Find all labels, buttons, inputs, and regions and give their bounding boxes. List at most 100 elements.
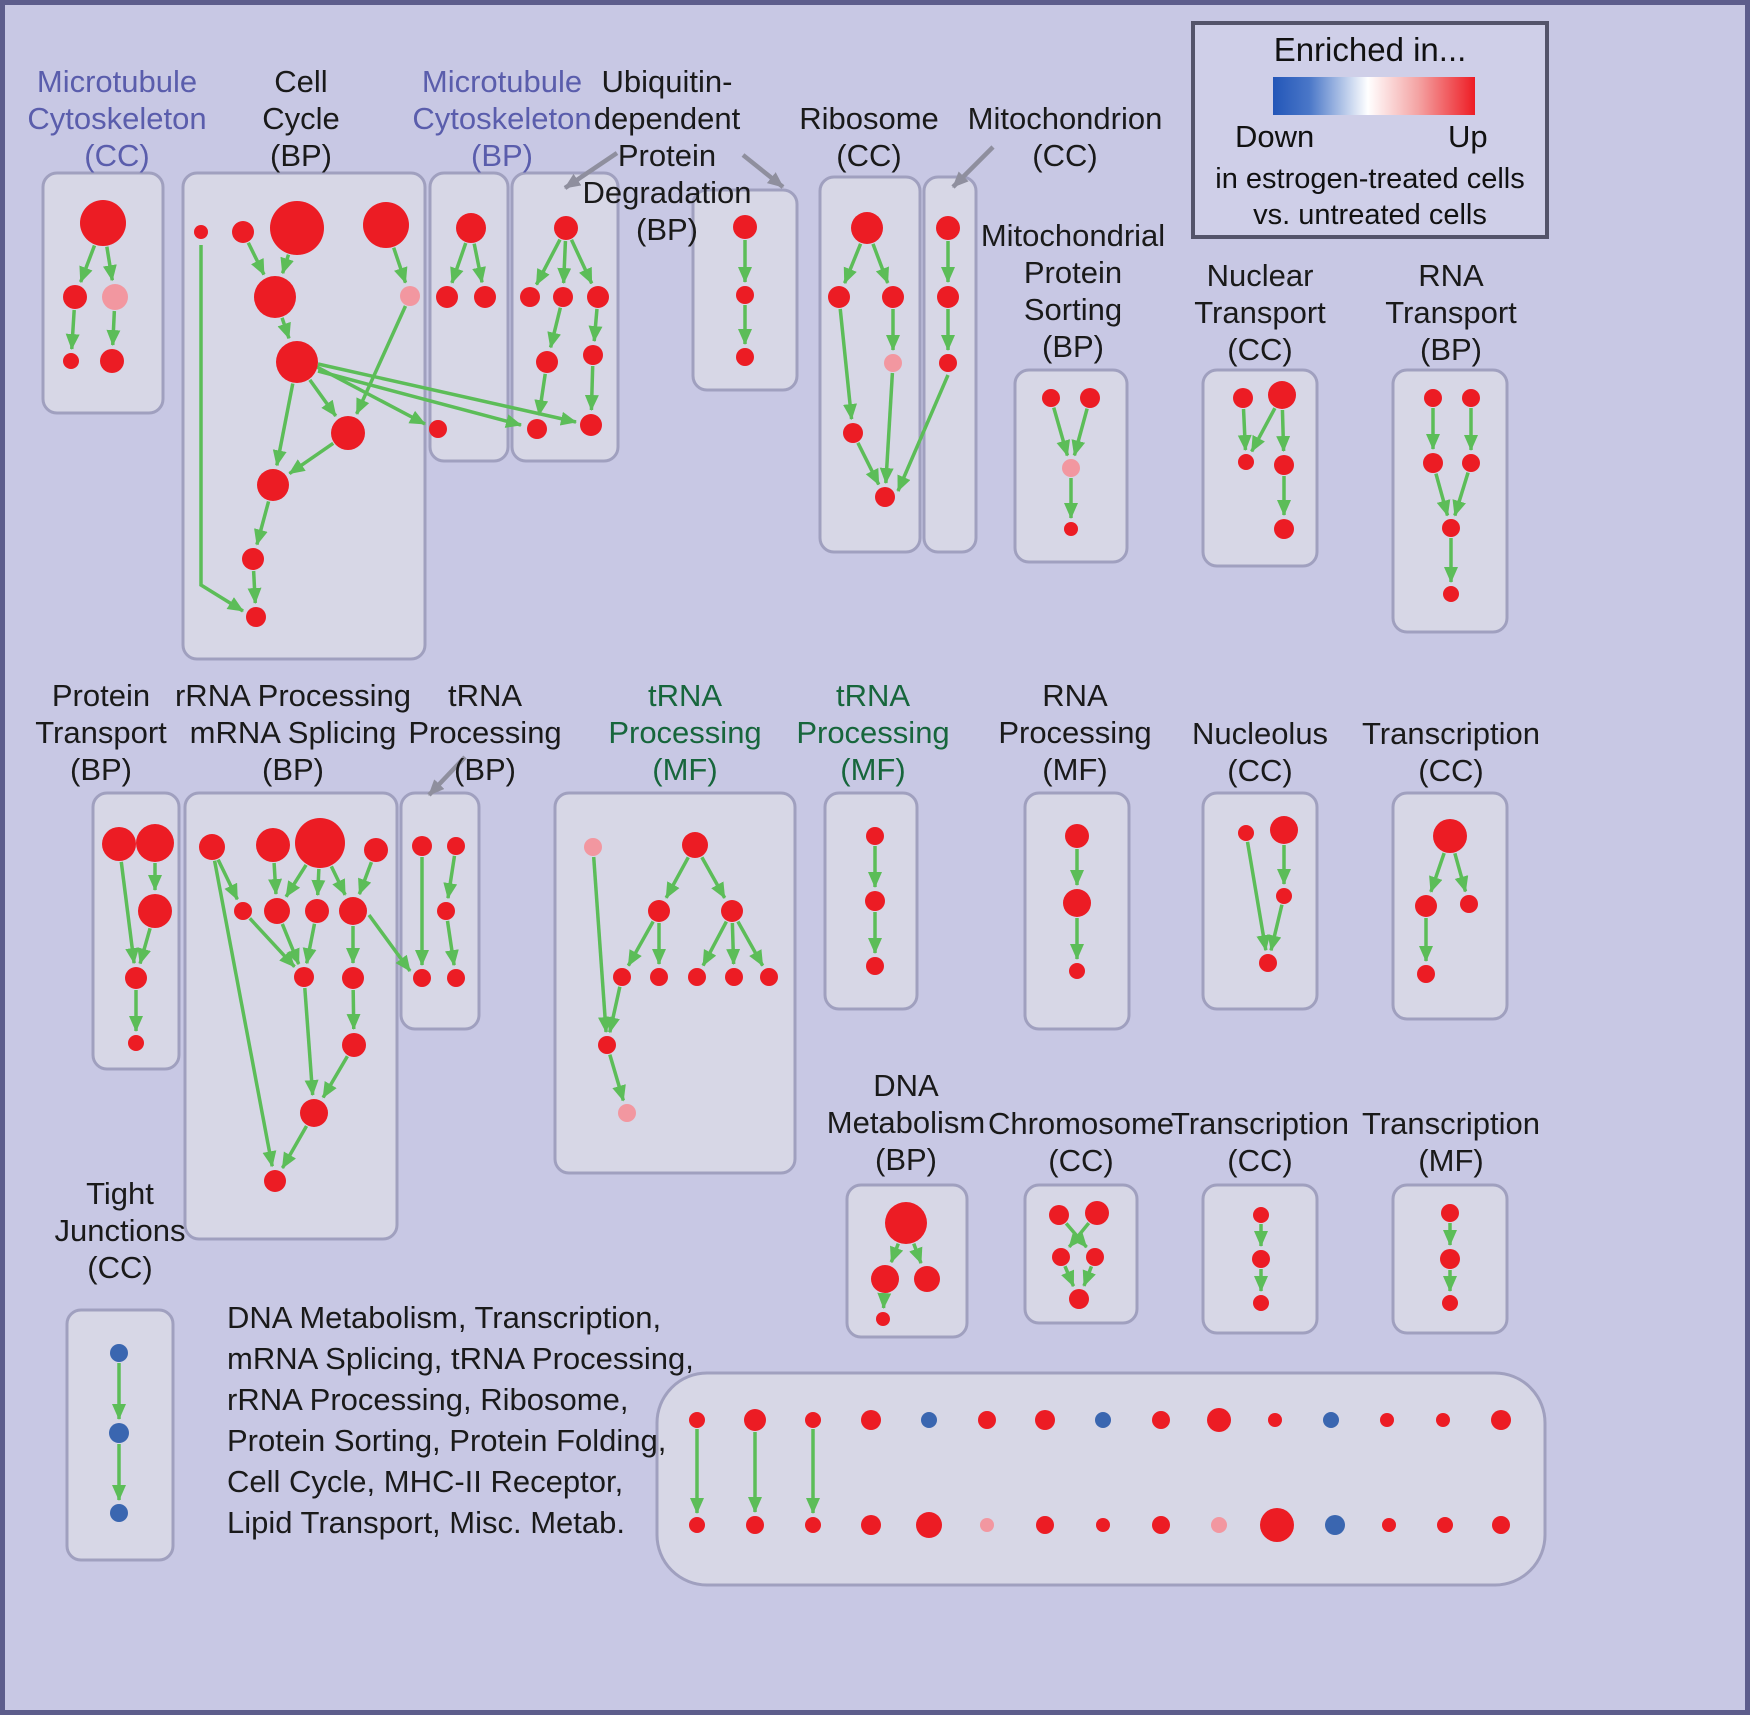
go-term-edge [303, 987, 319, 1097]
go-term-edge [1453, 852, 1469, 893]
go-term-edge [1067, 1221, 1091, 1249]
go-term-node-trna-processing-bp-1 [447, 837, 465, 855]
go-term-node-misc-cluster-17 [805, 1517, 821, 1533]
go-term-node-chromosome-cc-3 [1086, 1248, 1104, 1266]
cross-cluster-edge [896, 374, 950, 492]
go-term-edge [79, 244, 97, 283]
go-term-node-rna-transport-bp-1 [1462, 389, 1480, 407]
go-term-edge [534, 238, 562, 286]
go-term-edge [280, 1125, 309, 1169]
go-term-node-ubiquitin-degradation-bp-1-5 [583, 345, 603, 365]
go-term-node-cell-cycle-bp-3 [363, 202, 409, 248]
go-term-edge [280, 923, 301, 965]
cluster-box-nuclear-transport-cc [1201, 368, 1319, 568]
go-term-node-microtubule-cytoskeleton-bp-3 [429, 420, 447, 438]
go-term-node-ubiquitin-degradation-bp-2-0 [733, 215, 757, 239]
go-term-node-transcription-cc-2-0 [1253, 1207, 1269, 1223]
go-term-node-trna-processing-mf-1-6 [688, 968, 706, 986]
go-term-node-chromosome-cc-2 [1052, 1248, 1070, 1266]
go-term-edge [443, 855, 458, 900]
go-term-node-misc-cluster-27 [1382, 1518, 1396, 1532]
misc-caption-line-2: mRNA Splicing, tRNA Processing, [227, 1341, 694, 1376]
go-term-node-rrna-processing-mrna-splicing-bp-1 [256, 828, 290, 862]
edges-layer [65, 238, 1478, 1514]
go-term-node-misc-cluster-21 [1036, 1516, 1054, 1534]
go-term-edge [308, 378, 338, 417]
go-term-edge [877, 1292, 892, 1310]
diagram-svg [41, 145, 1547, 1587]
go-term-node-mitochondrial-protein-sorting-bp-1 [1080, 388, 1100, 408]
go-term-edge [909, 1242, 923, 1265]
go-term-edge [1267, 904, 1284, 952]
go-term-node-misc-cluster-28 [1437, 1517, 1453, 1533]
label-pointer-arrow-3 [951, 145, 995, 189]
go-term-node-rna-processing-mf-0 [1065, 824, 1089, 848]
go-term-node-misc-cluster-16 [746, 1516, 764, 1534]
go-term-node-transcription-cc-2-1 [1252, 1250, 1270, 1268]
go-term-node-trna-processing-mf-1-0 [584, 838, 602, 856]
legend-subtitle-2: vs. untreated cells [1253, 199, 1487, 231]
go-term-node-misc-cluster-3 [861, 1410, 881, 1430]
go-term-node-dna-metabolism-bp-0 [885, 1202, 927, 1244]
misc-caption-line-1: DNA Metabolism, Transcription, [227, 1300, 662, 1335]
go-term-node-misc-cluster-13 [1436, 1413, 1450, 1427]
misc-caption-line-3: rRNA Processing, Ribosome, [227, 1382, 629, 1417]
go-term-edge [871, 243, 890, 284]
go-term-edge [606, 986, 622, 1034]
go-term-node-protein-transport-bp-4 [128, 1035, 144, 1051]
go-term-edge [588, 308, 603, 343]
go-term-edge [346, 989, 361, 1031]
go-term-node-rrna-processing-mrna-splicing-bp-4 [234, 902, 252, 920]
go-term-node-cell-cycle-bp-10 [246, 607, 266, 627]
go-term-edge [1061, 1265, 1076, 1288]
go-term-node-trna-processing-mf-2-1 [865, 891, 885, 911]
go-term-edge [102, 246, 117, 282]
go-term-node-trna-processing-mf-1-4 [613, 968, 631, 986]
label-pointer-arrow-2 [741, 153, 785, 189]
go-term-node-mitochondrion-cc-1 [937, 286, 959, 308]
go-term-node-ubiquitin-degradation-bp-1-2 [553, 287, 573, 307]
go-term-node-misc-cluster-26 [1325, 1515, 1345, 1535]
legend-down-label: Down [1235, 119, 1315, 154]
go-term-edge [843, 243, 863, 285]
go-term-edge [444, 920, 459, 967]
cluster-box-microtubule-cytoskeleton-bp [428, 171, 510, 463]
go-term-node-cell-cycle-bp-5 [400, 286, 420, 306]
go-term-edge [254, 500, 271, 546]
go-term-edge [701, 920, 728, 967]
go-term-node-dna-metabolism-bp-3 [876, 1312, 890, 1326]
go-term-node-misc-cluster-2 [805, 1412, 821, 1428]
cross-cluster-edge [367, 913, 412, 973]
go-term-edge [212, 860, 277, 1168]
misc-caption-line-4: Protein Sorting, Protein Folding, [227, 1423, 667, 1458]
legend-up-label: Up [1448, 119, 1488, 154]
go-term-node-microtubule-cytoskeleton-cc-2 [102, 284, 128, 310]
misc-cluster-caption: DNA Metabolism, Transcription, mRNA Splic… [227, 1297, 694, 1543]
go-term-node-trna-processing-mf-2-2 [866, 957, 884, 975]
go-term-edge [106, 310, 121, 347]
go-term-node-ribosome-cc-5 [875, 487, 895, 507]
go-term-node-misc-cluster-15 [689, 1517, 705, 1533]
misc-caption-line-5: Cell Cycle, MHC-II Receptor, [227, 1464, 624, 1499]
go-term-node-ubiquitin-degradation-bp-1-3 [587, 286, 609, 308]
go-term-node-trna-processing-mf-1-9 [598, 1036, 616, 1054]
go-term-node-trna-processing-bp-3 [413, 969, 431, 987]
go-term-node-mitochondrion-cc-2 [939, 354, 957, 372]
misc-caption-line-6: Lipid Transport, Misc. Metab. [227, 1505, 625, 1540]
go-term-edge [1082, 1265, 1096, 1287]
go-term-node-transcription-cc-2-2 [1253, 1295, 1269, 1311]
go-term-node-trna-processing-mf-1-8 [760, 968, 778, 986]
go-term-edge [450, 242, 468, 284]
go-term-node-misc-cluster-5 [978, 1411, 996, 1429]
go-term-edge [268, 862, 283, 896]
go-term-node-misc-cluster-4 [921, 1412, 937, 1428]
go-term-edge [534, 373, 549, 417]
go-term-node-misc-cluster-19 [916, 1512, 942, 1538]
go-term-node-ribosome-cc-4 [843, 423, 863, 443]
go-term-node-cell-cycle-bp-0 [194, 225, 208, 239]
go-term-edge [700, 856, 727, 899]
go-term-node-trna-processing-bp-0 [412, 836, 432, 856]
go-term-node-misc-cluster-10 [1268, 1413, 1282, 1427]
go-term-edge [119, 861, 140, 965]
